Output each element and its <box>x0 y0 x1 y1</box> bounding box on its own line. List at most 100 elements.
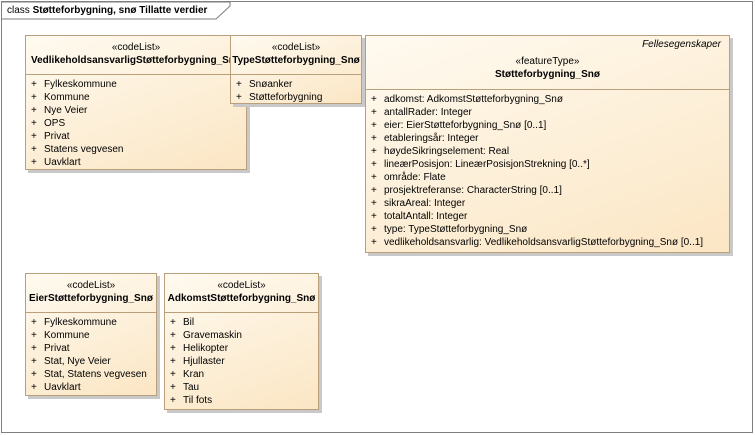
attribute-row: +Støtteforbygning <box>231 91 361 103</box>
visibility-marker: + <box>31 369 37 380</box>
attribute-row: + Uavklart <box>26 156 246 169</box>
attribute-row: + Stat, Nye Veier <box>26 355 156 368</box>
class-name: AdkomstStøtteforbygning_Snø <box>167 293 316 304</box>
visibility-marker: + <box>31 79 37 90</box>
visibility-marker: + <box>371 159 377 170</box>
attribute-row: +område: Flate <box>366 171 729 184</box>
attribute-row: + Kran <box>165 368 318 381</box>
class-vedlikeholdsansvarlig[interactable]: «codeList» VedlikeholdsansvarligStøttefo… <box>25 35 247 170</box>
visibility-marker: + <box>170 382 176 393</box>
attribute-text: OPS <box>44 118 66 129</box>
attribute-row: + Uavklart <box>26 381 156 394</box>
visibility-marker: + <box>31 317 37 328</box>
attribute-text: prosjektreferanse: CharacterString [0..1… <box>384 185 562 196</box>
visibility-marker: + <box>170 343 176 354</box>
attribute-text: lineærPosisjon: LineærPosisjonStrekning … <box>384 159 590 170</box>
class-type-stotteforbygning[interactable]: «codeList» TypeStøtteforbygning_Snø + Snø… <box>230 35 362 104</box>
class-stereotype: «featureType» <box>515 56 580 67</box>
frame-title-tab <box>2 2 231 20</box>
attribute-text: Stat, Nye Veier <box>44 356 111 367</box>
attribute-text: etableringsår: Integer <box>384 133 479 144</box>
visibility-marker: + <box>371 120 377 131</box>
visibility-marker: + <box>31 118 37 129</box>
diagram-name: Støtteforbygning, snø Tillatte verdier <box>32 5 208 16</box>
attribute-row: +høydeSikringselement: Real <box>366 145 729 158</box>
class-adkomst-stotteforbygning[interactable]: «codeList» AdkomstStøtteforbygning_Snø +… <box>164 273 319 410</box>
attribute-text: totaltAntall: Integer <box>384 211 468 222</box>
class-tag: Fellesegenskaper <box>642 39 721 50</box>
attribute-text: Fylkeskommune <box>44 317 117 328</box>
attribute-text: antallRader: Integer <box>384 107 472 118</box>
class-stotteforbygning-sno[interactable]: Fellesegenskaper «featureType» Støttefor… <box>365 35 730 253</box>
visibility-marker: + <box>31 144 37 155</box>
visibility-marker: + <box>170 356 176 367</box>
visibility-marker: + <box>371 133 377 144</box>
visibility-marker: + <box>236 92 242 103</box>
attribute-row: +Bil <box>165 316 318 329</box>
diagram-title: class Støtteforbygning, snø Tillatte ver… <box>7 5 207 16</box>
attribute-row: + lineærPosisjon: LineærPosisjonStrekning… <box>366 158 729 171</box>
visibility-marker: + <box>31 131 37 142</box>
visibility-marker: + <box>371 198 377 209</box>
attribute-text: Privat <box>44 343 70 354</box>
compartment-divider <box>231 74 361 75</box>
visibility-marker: + <box>31 382 37 393</box>
class-stereotype: «codeList» <box>271 42 321 53</box>
visibility-marker: + <box>31 157 37 168</box>
attribute-row: +Til fots <box>165 394 318 407</box>
attribute-row: + antallRader: Integer <box>366 106 729 119</box>
attribute-list: +Bil+Gravemaskin+Helikopter+Hjullaster+K… <box>165 313 318 407</box>
class-stereotype: «codeList» <box>66 280 116 291</box>
attribute-row: +vedlikeholdsansvarlig: Vedlikeholdsansv… <box>366 236 729 249</box>
compartment-divider <box>26 74 246 75</box>
visibility-marker: + <box>371 185 377 196</box>
attribute-list: + Snøanker+Støtteforbygning <box>231 75 361 103</box>
attribute-text: område: Flate <box>384 172 446 183</box>
diagram-kind: class <box>7 5 30 16</box>
class-eier-stotteforbygning[interactable]: «codeList» EierStøtteforbygning_Snø + Fyl… <box>25 273 157 396</box>
attribute-row: + Snøanker <box>231 78 361 91</box>
visibility-marker: + <box>31 330 37 341</box>
attribute-list: +Fylkeskommune+Kommune+Nye Veier+OPS+Pri… <box>26 75 246 169</box>
attribute-text: Statens vegvesen <box>44 144 124 155</box>
compartment-divider <box>366 89 729 90</box>
attribute-text: Kommune <box>44 92 90 103</box>
visibility-marker: + <box>371 224 377 235</box>
attribute-row: + prosjektreferanse: CharacterString [0..… <box>366 184 729 197</box>
compartment-divider <box>26 312 156 313</box>
attribute-row: + etableringsår: Integer <box>366 132 729 145</box>
attribute-text: Kran <box>183 369 205 380</box>
attribute-text: Stat, Statens vegvesen <box>44 369 147 380</box>
attribute-text: Helikopter <box>183 343 229 354</box>
attribute-text: Til fots <box>183 395 213 406</box>
attribute-list: +adkomst: AdkomstStøtteforbygning_Snø+an… <box>366 90 729 249</box>
attribute-list: +Fylkeskommune+Kommune+Privat+Stat, Nye … <box>26 313 156 394</box>
compartment-divider <box>165 312 318 313</box>
attribute-text: Nye Veier <box>44 105 88 116</box>
class-name: TypeStøtteforbygning_Snø <box>232 55 360 66</box>
visibility-marker: + <box>31 343 37 354</box>
class-stereotype: «codeList» <box>111 42 161 53</box>
attribute-row: + Privat <box>26 342 156 355</box>
attribute-text: Gravemaskin <box>183 330 242 341</box>
attribute-text: høydeSikringselement: Real <box>384 146 510 157</box>
visibility-marker: + <box>170 330 176 341</box>
attribute-row: +sikraAreal: Integer <box>366 197 729 210</box>
attribute-text: Uavklart <box>44 382 81 393</box>
visibility-marker: + <box>31 356 37 367</box>
visibility-marker: + <box>31 92 37 103</box>
class-stereotype: «codeList» <box>217 280 266 291</box>
visibility-marker: + <box>170 369 176 380</box>
visibility-marker: + <box>236 79 242 90</box>
visibility-marker: + <box>371 94 377 105</box>
attribute-text: vedlikeholdsansvarlig: Vedlikeholdsansva… <box>384 237 704 248</box>
visibility-marker: + <box>371 107 377 118</box>
attribute-text: Snøanker <box>249 79 293 90</box>
attribute-text: Uavklart <box>44 157 81 168</box>
class-name: VedlikeholdsansvarligStøtteforbygning_Sn… <box>30 55 242 66</box>
class-name: EierStøtteforbygning_Snø <box>29 293 153 304</box>
attribute-row: + Kommune <box>26 91 246 104</box>
attribute-row: + Fylkeskommune <box>26 316 156 329</box>
attribute-row: +Privat <box>26 130 246 143</box>
